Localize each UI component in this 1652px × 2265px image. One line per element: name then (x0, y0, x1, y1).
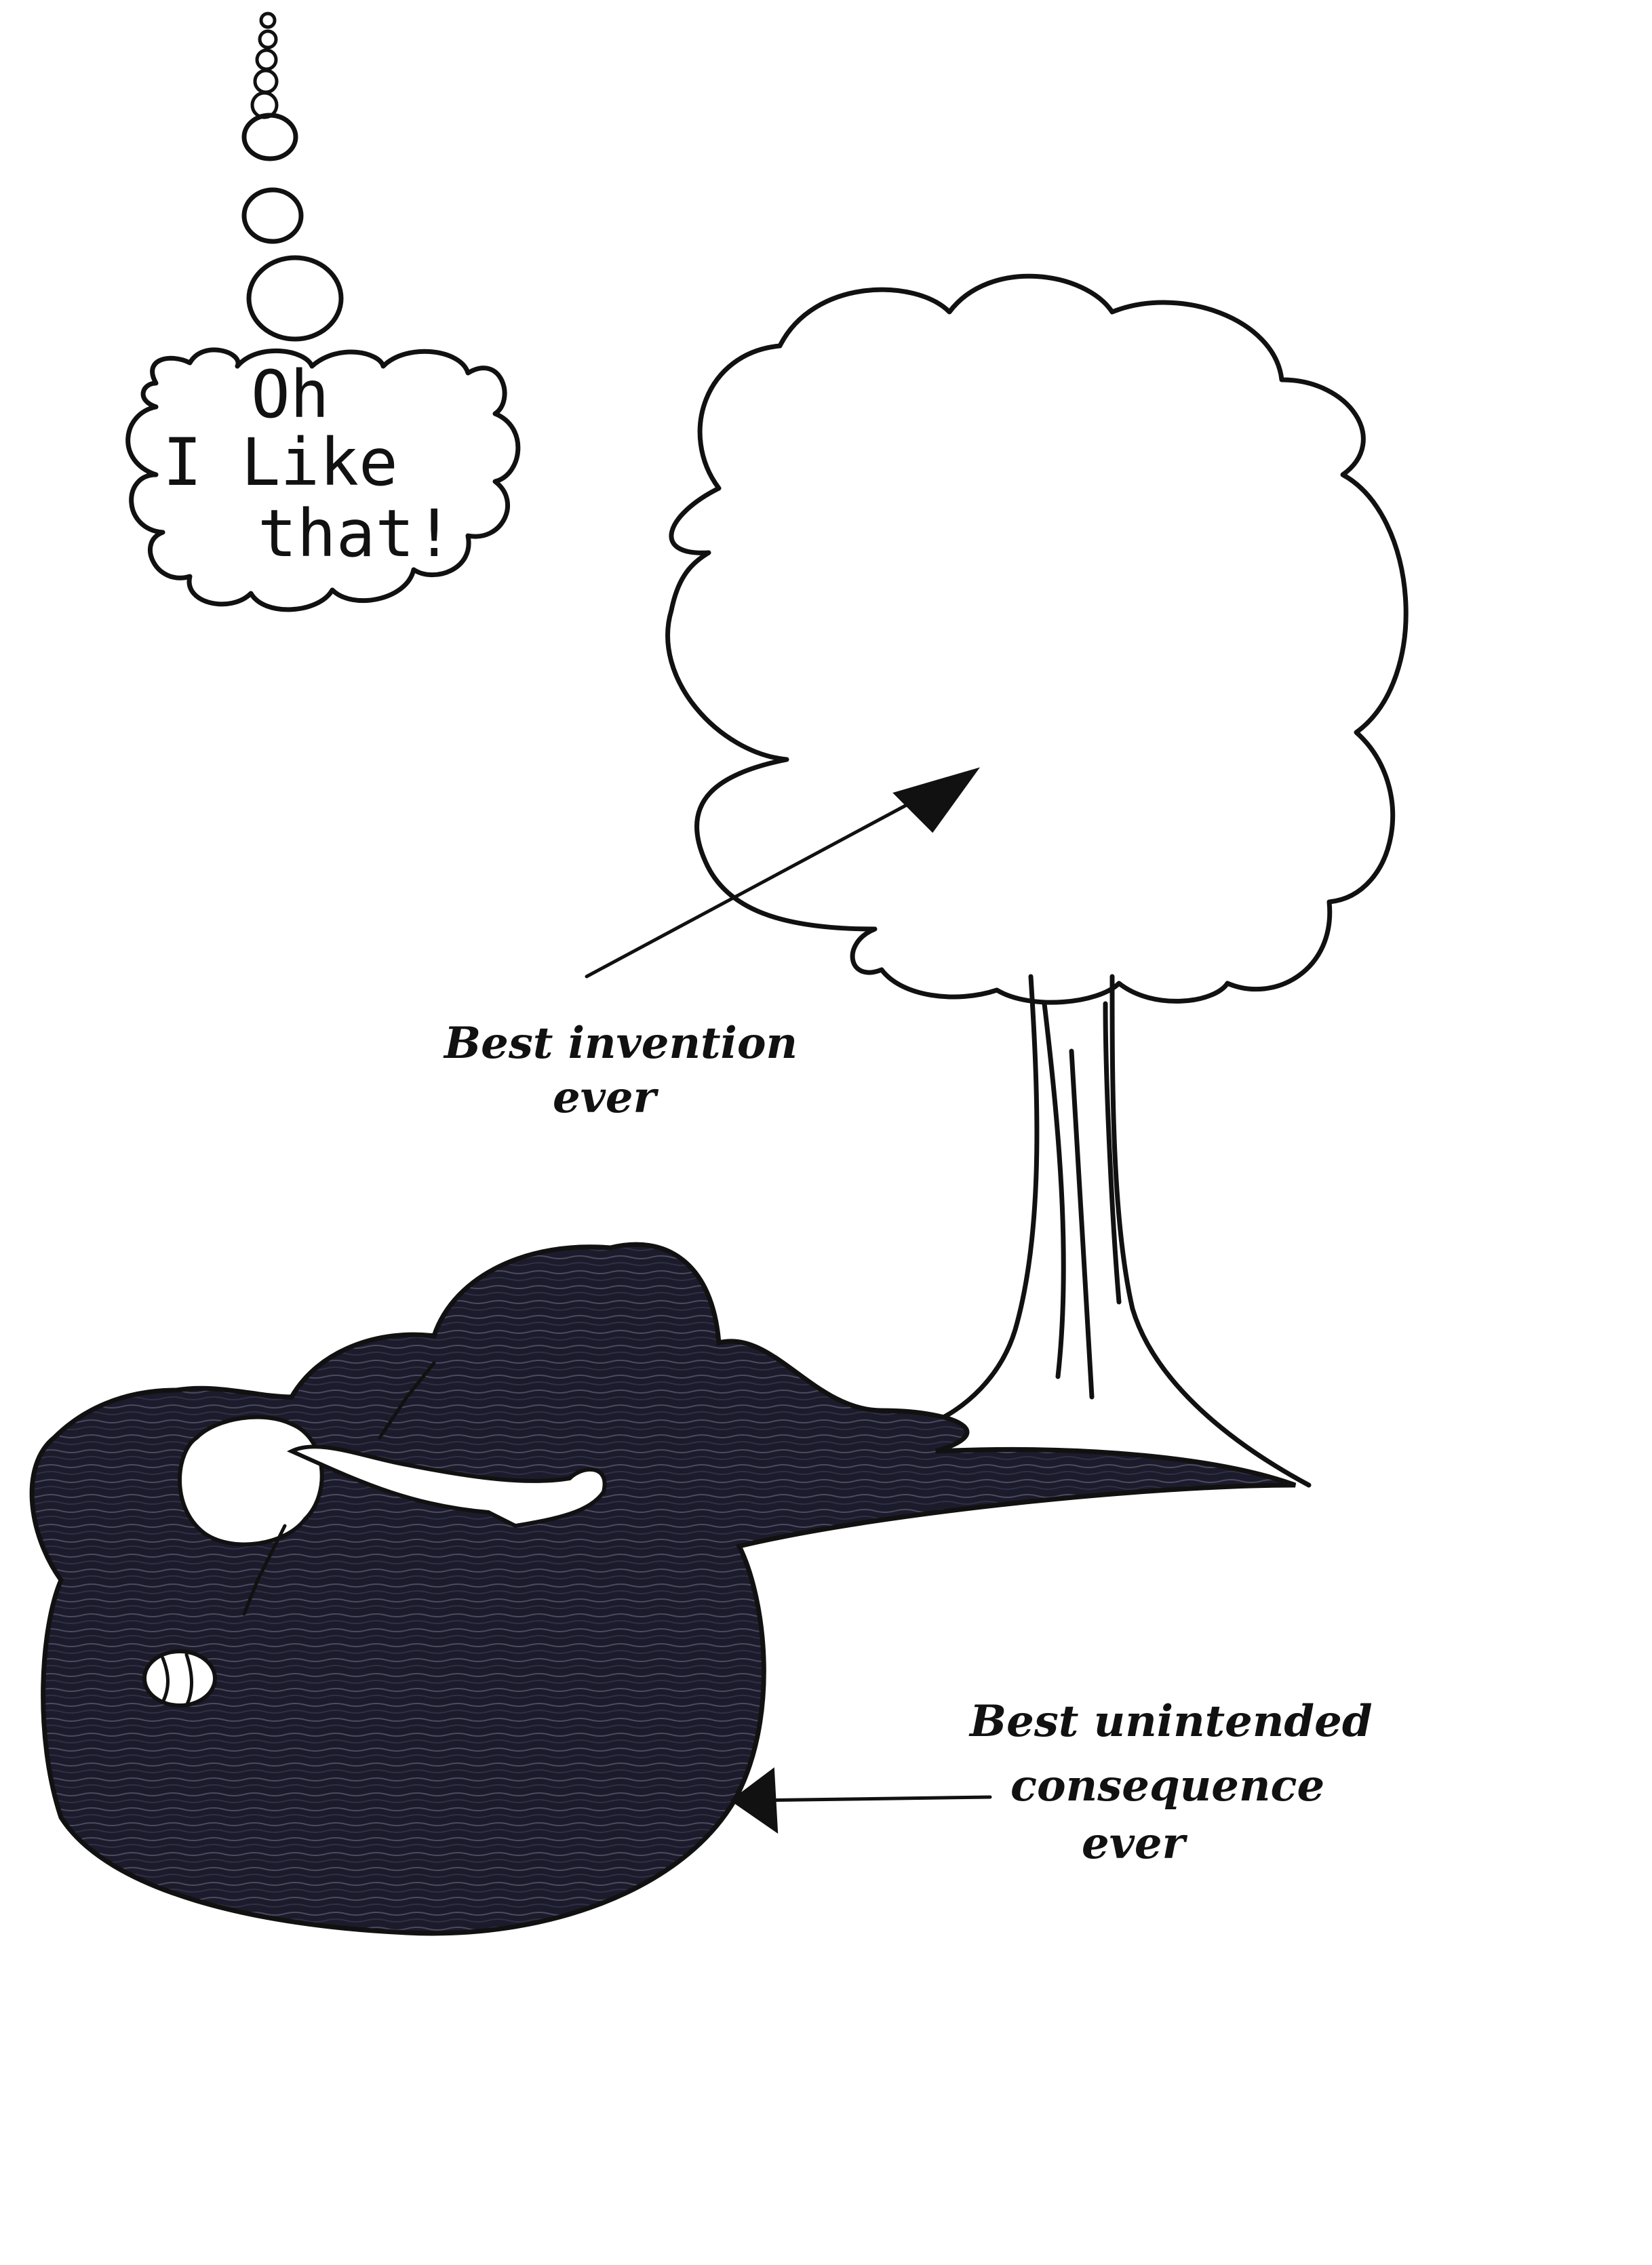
bubble-line-1: Oh (251, 357, 330, 433)
bubble-line-2: I Like (163, 425, 398, 500)
caption-shade-line-3: ever (1082, 1818, 1188, 1869)
tree-trunk (926, 974, 1312, 1488)
arrow-to-tree (585, 767, 981, 979)
thought-dot-6 (241, 113, 298, 161)
thought-dot-8 (246, 255, 344, 342)
caption-shade-line-1: Best unintended (968, 1696, 1373, 1747)
thought-trail (241, 12, 344, 342)
person-arm (242, 1524, 287, 1616)
person-body (286, 1444, 607, 1529)
arrow-to-shade (730, 1767, 992, 1834)
tree-canopy (665, 273, 1409, 1005)
person-resting (142, 1361, 607, 1708)
thought-dot-4 (253, 68, 279, 94)
person-leg (378, 1361, 436, 1440)
thought-dot-7 (241, 187, 304, 244)
caption-tree-line-2: ever (553, 1072, 659, 1123)
caption-shade-line-2: consequence (1010, 1760, 1324, 1811)
bubble-line-3: that! (258, 496, 454, 572)
thought-dot-3 (255, 48, 278, 71)
thought-bubble (125, 347, 521, 612)
thought-dot-1 (259, 12, 277, 29)
caption-tree-line-1: Best invention (443, 1018, 798, 1069)
thought-dot-2 (258, 29, 278, 50)
tree-shade (29, 1242, 1297, 1936)
ball (142, 1649, 217, 1708)
person-head (178, 1415, 324, 1547)
